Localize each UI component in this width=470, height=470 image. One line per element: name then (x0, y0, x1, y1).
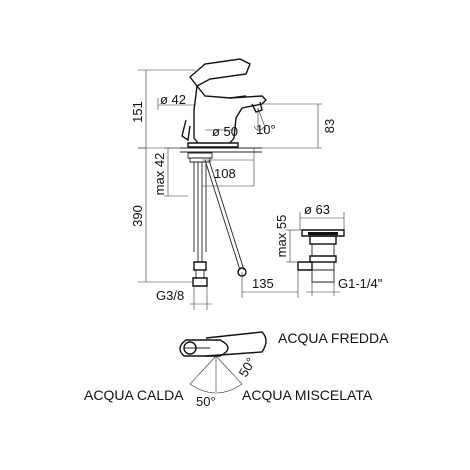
dim-reach: 108 (214, 166, 236, 181)
faucet-dimension-lines (138, 69, 322, 310)
label-angle-left: 50° (196, 394, 216, 409)
dim-spout-height: 83 (322, 119, 337, 133)
dim-max-waste: max 55 (274, 215, 289, 258)
faucet-body (180, 58, 267, 287)
dim-base-diameter: ø 50 (212, 124, 238, 139)
dim-max-thickness: max 42 (152, 153, 167, 196)
dim-spout-diameter: ø 42 (160, 92, 186, 107)
dim-rod-length: 135 (252, 276, 274, 291)
label-cold-water: ACQUA FREDDA (278, 330, 389, 346)
operation-diagram (179, 331, 267, 394)
dim-flex-length: 390 (130, 205, 145, 227)
dim-waste-diameter: ø 63 (304, 202, 330, 217)
waste-fitting (241, 212, 345, 298)
dim-thread-left: G3/8 (156, 288, 184, 303)
label-angle-right: 50° (236, 355, 259, 380)
label-hot-water: ACQUA CALDA (84, 387, 184, 403)
dim-spout-angle: 10° (256, 122, 276, 137)
label-mixed-water: ACQUA MISCELATA (242, 387, 373, 403)
dim-height-total: 151 (130, 101, 145, 123)
dim-thread-right: G1-1/4" (338, 276, 383, 291)
